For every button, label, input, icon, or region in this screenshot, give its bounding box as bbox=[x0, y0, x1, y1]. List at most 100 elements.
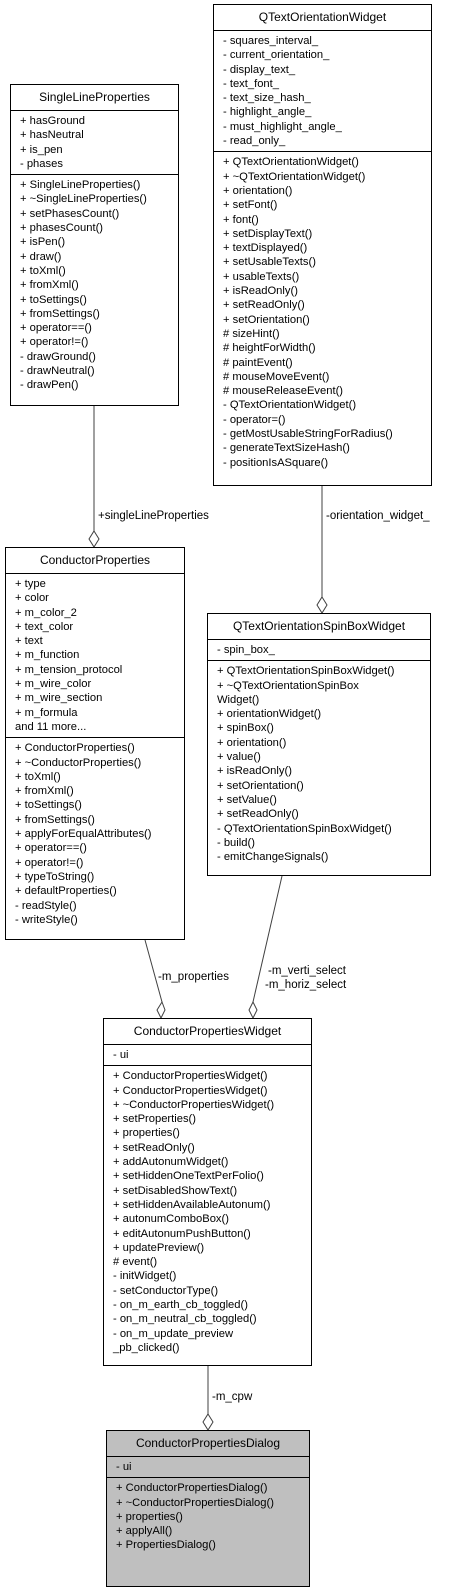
class-box-singlelineproperties[interactable]: SingleLineProperties + hasGround + hasNe… bbox=[10, 84, 179, 406]
method: + setUsableTexts() bbox=[223, 256, 316, 269]
method: + ~ConductorPropertiesDialog() bbox=[116, 1496, 274, 1509]
edge-spinbox-selects bbox=[252, 875, 283, 1003]
method: + setReadOnly() bbox=[217, 808, 299, 821]
method: - drawGround() bbox=[20, 350, 96, 363]
method: + setHiddenAvailableAutonum() bbox=[113, 1198, 271, 1211]
methods-section: + QTextOrientationWidget() + ~QTextOrien… bbox=[214, 152, 431, 473]
attribute: + hasNeutral bbox=[20, 129, 84, 142]
class-name: QTextOrientationWidget bbox=[214, 5, 431, 31]
method: + setDisabledShowText() bbox=[113, 1184, 238, 1197]
method: - initWidget() bbox=[113, 1270, 177, 1283]
methods-section: + ConductorPropertiesWidget() + Conducto… bbox=[104, 1066, 311, 1358]
method: + toXml() bbox=[15, 770, 61, 783]
class-name: ConductorPropertiesDialog bbox=[107, 1431, 309, 1457]
attribute: + text_color bbox=[15, 620, 74, 633]
method: + ConductorPropertiesWidget() bbox=[113, 1070, 268, 1083]
method: + setProperties() bbox=[113, 1113, 197, 1126]
method: - build() bbox=[217, 836, 255, 849]
method: - setConductorType() bbox=[113, 1284, 219, 1297]
method: - emitChangeSignals() bbox=[217, 851, 329, 864]
method: + phasesCount() bbox=[20, 222, 104, 235]
method: + setOrientation() bbox=[223, 313, 310, 326]
methods-section: + QTextOrientationSpinBoxWidget() + ~QTe… bbox=[208, 661, 430, 867]
edge-label-horiz-select: -m_horiz_select bbox=[265, 979, 347, 991]
method: + isPen() bbox=[20, 236, 66, 249]
method: # mouseReleaseEvent() bbox=[223, 385, 344, 398]
method: + value() bbox=[217, 751, 261, 764]
methods-section: + SingleLineProperties() + ~SingleLinePr… bbox=[11, 175, 178, 395]
method: + orientation() bbox=[223, 184, 293, 197]
edge-orientation-widget-diamond bbox=[316, 596, 328, 614]
class-box-conductorproperties[interactable]: ConductorProperties + type + color + m_c… bbox=[5, 547, 185, 940]
edge-label-m-cpw: -m_cpw bbox=[212, 1391, 253, 1403]
method: + textDisplayed() bbox=[223, 242, 308, 255]
method: + operator!=() bbox=[15, 856, 84, 869]
method: + operator!=() bbox=[20, 336, 89, 349]
method: + SingleLineProperties() bbox=[20, 179, 141, 192]
method: + toXml() bbox=[20, 264, 66, 277]
attribute: + text bbox=[15, 635, 43, 648]
attribute: - ui bbox=[116, 1461, 132, 1473]
method: + isReadOnly() bbox=[223, 285, 298, 298]
method: + spinBox() bbox=[217, 722, 274, 735]
class-box-qtextorientationspinboxwidget[interactable]: QTextOrientationSpinBoxWidget - spin_box… bbox=[207, 613, 431, 876]
attributes-section: + type + color + m_color_2 + text_color … bbox=[6, 574, 184, 739]
method: - operator=() bbox=[223, 413, 286, 426]
method: + QTextOrientationWidget() bbox=[223, 156, 359, 169]
method: # sizeHint() bbox=[223, 327, 280, 340]
attribute: + color bbox=[15, 592, 49, 605]
method: # paintEvent() bbox=[223, 356, 293, 369]
method: + fromXml() bbox=[15, 785, 74, 798]
attributes-section: - ui bbox=[104, 1045, 311, 1067]
edge-label-verti-select: -m_verti_select bbox=[268, 965, 346, 977]
attribute: + m_formula bbox=[15, 706, 78, 719]
method: - on_m_update_preview _pb_clicked() bbox=[113, 1327, 234, 1354]
method: + setReadOnly() bbox=[223, 299, 305, 312]
method: - on_m_earth_cb_toggled() bbox=[113, 1299, 248, 1312]
edge-label-single-line-properties: +singleLineProperties bbox=[98, 510, 209, 522]
method: - getMostUsableStringForRadius() bbox=[223, 428, 393, 441]
method: + orientationWidget() bbox=[217, 708, 322, 721]
attribute: + type bbox=[15, 578, 46, 590]
class-box-conductorpropertieswidget[interactable]: ConductorPropertiesWidget - ui + Conduct… bbox=[103, 1018, 312, 1366]
method: + toSettings() bbox=[20, 293, 87, 306]
edge-single-line-properties-diamond bbox=[88, 530, 100, 548]
method: + autonumComboBox() bbox=[113, 1213, 229, 1226]
method: - drawPen() bbox=[20, 379, 79, 392]
attribute: - current_orientation_ bbox=[223, 49, 330, 62]
method: # heightForWidth() bbox=[223, 342, 316, 355]
method: + fromXml() bbox=[20, 279, 79, 292]
attribute: - spin_box_ bbox=[217, 644, 275, 656]
method: + fromSettings() bbox=[20, 307, 100, 320]
method: - drawNeutral() bbox=[20, 365, 95, 378]
class-box-qtextorientationwidget[interactable]: QTextOrientationWidget - squares_interva… bbox=[213, 4, 432, 486]
method: + operator==() bbox=[20, 322, 92, 335]
method: - QTextOrientationWidget() bbox=[223, 399, 357, 412]
edge-spinbox-selects-diamond bbox=[248, 1000, 258, 1020]
method: + setValue() bbox=[217, 793, 277, 806]
class-name: ConductorPropertiesWidget bbox=[104, 1019, 311, 1045]
method: + editAutonumPushButton() bbox=[113, 1227, 251, 1240]
method: + usableTexts() bbox=[223, 270, 300, 283]
attribute: - text_font_ bbox=[223, 77, 279, 90]
attribute: - display_text_ bbox=[223, 63, 296, 76]
method: + setPhasesCount() bbox=[20, 207, 120, 220]
attribute: - read_only_ bbox=[223, 135, 286, 148]
attribute: + m_tension_protocol bbox=[15, 663, 123, 676]
attribute: + m_wire_color bbox=[15, 678, 92, 691]
method: - writeStyle() bbox=[15, 913, 78, 926]
method: + operator==() bbox=[15, 842, 87, 855]
edge-label-orientation-widget: -orientation_widget_ bbox=[326, 510, 430, 522]
attribute: and 11 more... bbox=[15, 720, 87, 733]
attribute: + hasGround bbox=[20, 115, 85, 127]
method: + ConductorProperties() bbox=[15, 742, 135, 755]
method: + draw() bbox=[20, 250, 62, 263]
method: + ~ConductorProperties() bbox=[15, 756, 142, 769]
class-box-conductorpropertiesdialog[interactable]: ConductorPropertiesDialog - ui + Conduct… bbox=[106, 1430, 310, 1587]
attribute: - highlight_angle_ bbox=[223, 106, 312, 119]
method: + setOrientation() bbox=[217, 779, 304, 792]
attribute: + m_wire_section bbox=[15, 692, 103, 705]
attributes-section: - spin_box_ bbox=[208, 640, 430, 662]
method: + applyAll() bbox=[116, 1525, 173, 1538]
attribute: + is_pen bbox=[20, 143, 63, 156]
